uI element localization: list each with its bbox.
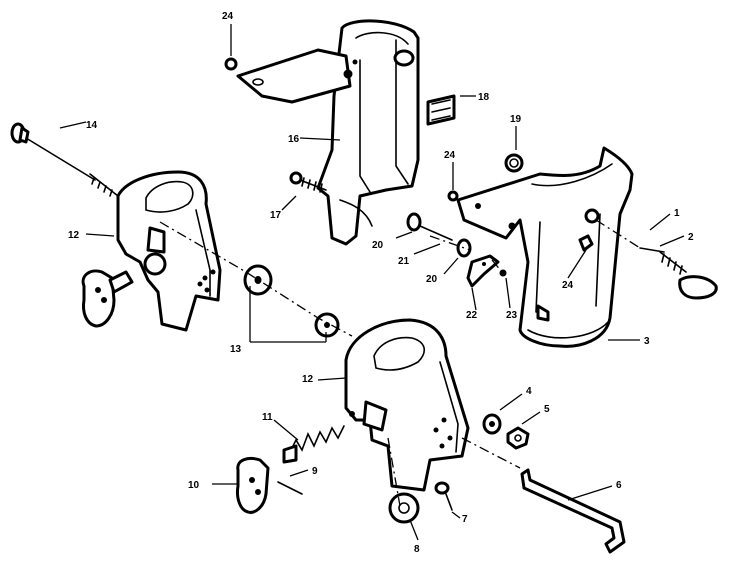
callout-11: 11 <box>262 412 273 423</box>
callout-7: 7 <box>462 514 468 525</box>
bracket-screw-part <box>578 234 594 252</box>
callout-9: 9 <box>312 466 318 477</box>
callout-10: 10 <box>188 480 200 491</box>
callout-19: 19 <box>510 114 522 125</box>
swivel-bracket <box>456 146 634 348</box>
cotter-pin-part <box>277 481 303 495</box>
rubber-pad-part <box>426 94 456 126</box>
callout-16: 16 <box>288 134 300 145</box>
tilt-rod-part <box>520 468 626 554</box>
spring-screw-part <box>289 171 327 193</box>
right-clamp-bracket <box>344 318 470 492</box>
assembly-centerlines <box>159 179 641 507</box>
nut-washer-parts <box>482 413 530 450</box>
callout-21: 21 <box>398 256 410 267</box>
callout-13: 13 <box>230 344 242 355</box>
clip-part <box>466 254 507 288</box>
thumb-screw-part <box>639 247 718 300</box>
callout-5: 5 <box>544 404 550 415</box>
callout-18: 18 <box>478 92 490 103</box>
callout-20-right: 20 <box>426 274 438 285</box>
callout-23: 23 <box>506 310 518 321</box>
callout-2: 2 <box>688 232 694 243</box>
callout-12-upper: 12 <box>68 230 80 241</box>
spring-part <box>282 425 345 464</box>
callout-24-bracket: 24 <box>562 280 574 291</box>
callout-17: 17 <box>270 210 282 221</box>
callout-14: 14 <box>86 120 98 131</box>
callout-leaders <box>59 24 685 541</box>
callout-24-top: 24 <box>222 11 234 22</box>
callout-8: 8 <box>414 544 420 555</box>
callout-1: 1 <box>674 208 680 219</box>
clamp-pad-part <box>236 456 270 514</box>
long-bolt-part <box>10 122 119 197</box>
left-clamp-bracket <box>81 170 222 332</box>
callout-12-lower: 12 <box>302 374 314 385</box>
swivel-housing <box>236 19 420 246</box>
bushing-part <box>504 153 524 173</box>
callout-labels: 24 14 12 16 18 19 24 17 20 21 20 22 23 2… <box>68 11 694 555</box>
washer-screw-parts <box>388 481 453 524</box>
callout-24-mid: 24 <box>444 150 456 161</box>
pin-parts <box>406 212 472 258</box>
callout-6: 6 <box>616 480 622 491</box>
callout-20-left: 20 <box>372 240 384 251</box>
washer-pair <box>243 264 340 338</box>
small-screw-part <box>224 57 459 202</box>
callout-22: 22 <box>466 310 478 321</box>
callout-4: 4 <box>526 386 532 397</box>
callout-3: 3 <box>644 336 650 347</box>
